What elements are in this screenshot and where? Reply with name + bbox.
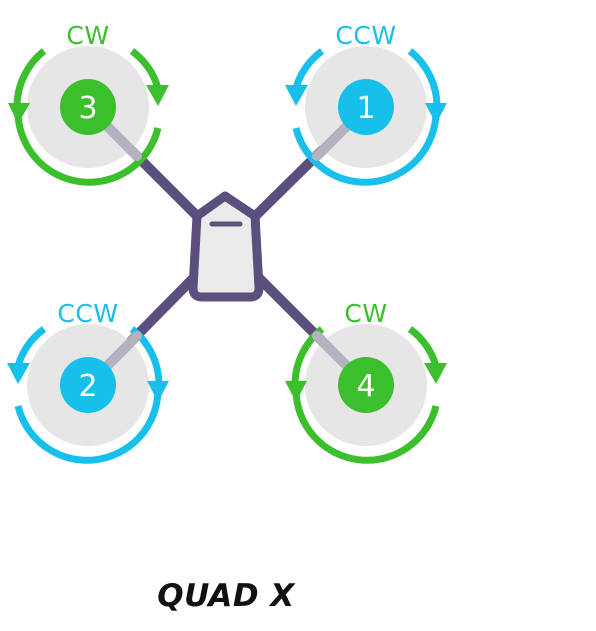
body-shape	[188, 191, 264, 302]
motor-1: 1 CCW	[285, 21, 447, 186]
rotation-label: CW	[66, 21, 109, 50]
motor-number: 1	[356, 91, 375, 126]
arrowhead-icon	[285, 85, 308, 106]
cw-arrow-icon	[129, 48, 162, 90]
cw-arrow-icon	[292, 389, 440, 464]
motor-4: 4 CW	[285, 299, 447, 464]
motor-number: 4	[356, 369, 375, 404]
arrowhead-icon	[425, 103, 447, 124]
rotation-label: CW	[344, 299, 387, 328]
motor-3: 3 CW	[8, 21, 169, 186]
motor-number: 2	[78, 369, 97, 404]
ccw-arrow-icon	[292, 48, 325, 90]
motor-hub	[338, 79, 394, 135]
motor-hub	[60, 357, 116, 413]
arrowhead-icon	[424, 363, 447, 384]
cw-arrow-icon	[13, 48, 47, 108]
arrowhead-icon	[146, 85, 169, 106]
ccw-arrow-icon	[14, 389, 162, 464]
rotation-label: CCW	[335, 21, 396, 50]
ccw-arrow-icon	[14, 326, 47, 368]
cw-arrow-icon	[407, 326, 440, 368]
arrowhead-icon	[285, 381, 307, 402]
ccw-arrow-icon	[292, 111, 440, 186]
arrowhead-icon	[8, 103, 30, 124]
motor-number: 3	[78, 91, 97, 126]
arrowhead-icon	[7, 363, 30, 384]
rotation-label: CCW	[57, 299, 118, 328]
motor-hub	[338, 357, 394, 413]
frame-type-caption: QUAD X	[157, 578, 295, 614]
motor-2: 2 CCW	[7, 299, 169, 464]
flight-controller-body	[188, 191, 264, 302]
cw-arrow-icon	[14, 111, 162, 186]
ccw-arrow-icon	[407, 48, 441, 108]
arrowhead-icon	[147, 381, 169, 402]
motor-hub	[60, 79, 116, 135]
